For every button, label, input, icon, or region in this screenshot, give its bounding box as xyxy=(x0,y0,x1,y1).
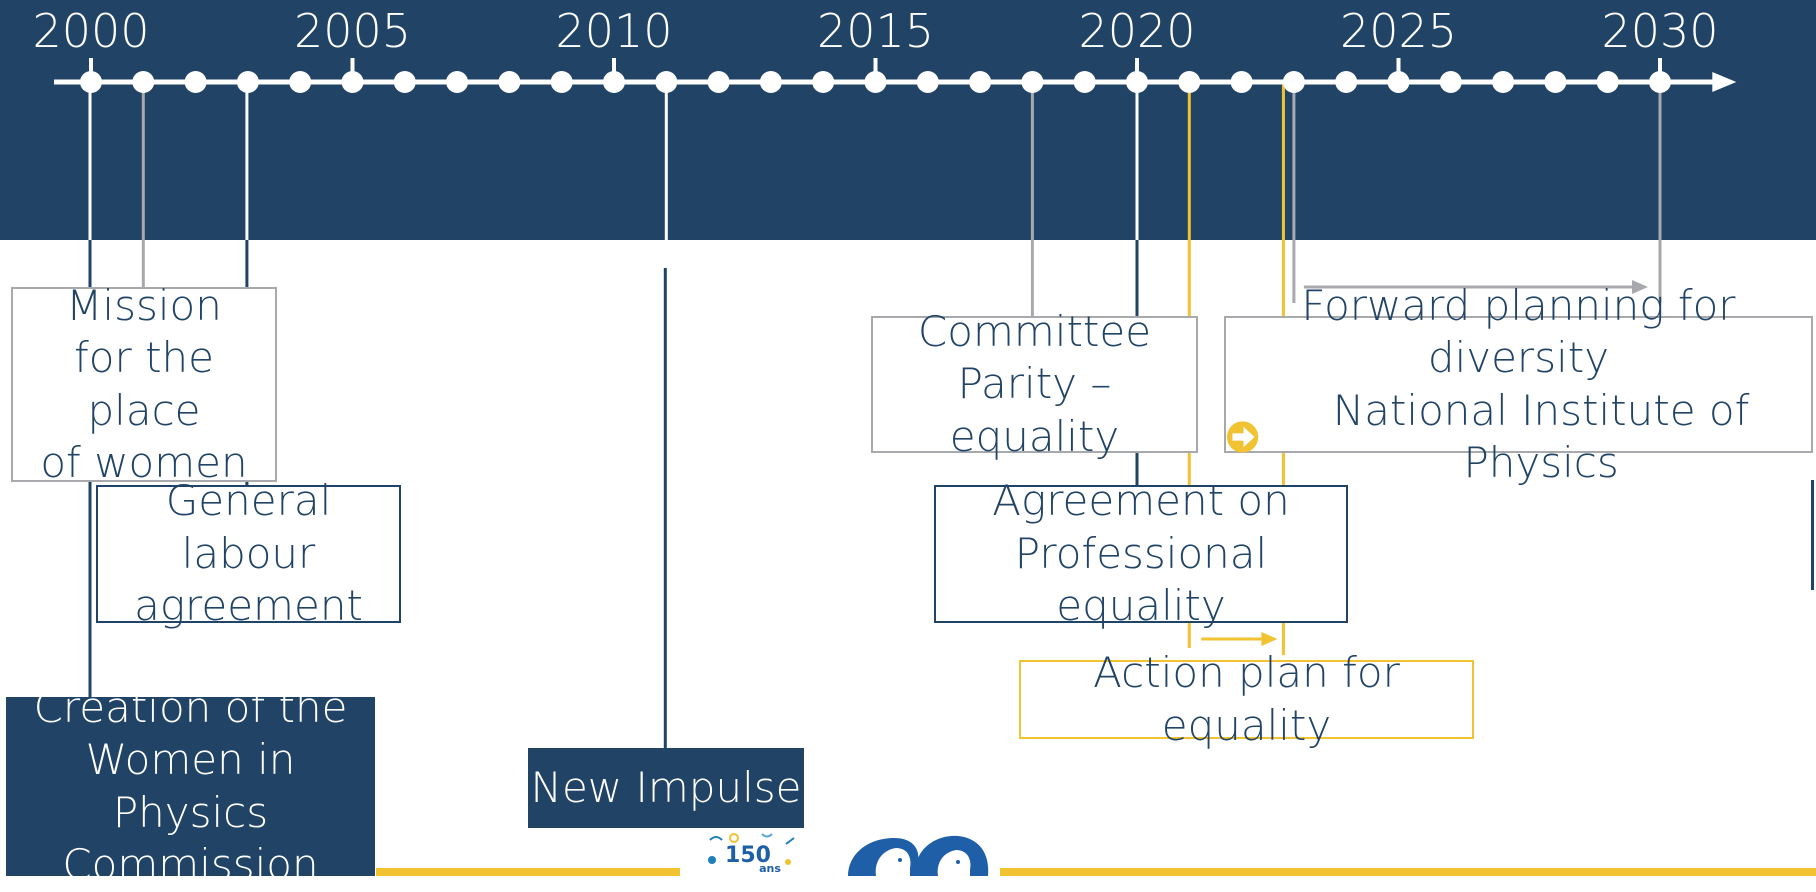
year-dots xyxy=(80,71,1671,93)
axis-arrowhead xyxy=(1712,72,1737,92)
year-label: 2020 xyxy=(1078,4,1195,58)
year-dot xyxy=(393,71,416,93)
year-label: 2005 xyxy=(294,4,411,58)
year-dot xyxy=(184,71,207,93)
forward-planning-line2: National Institute of Physics xyxy=(1226,385,1811,490)
year-dot xyxy=(969,71,992,93)
year-dot xyxy=(759,71,782,93)
year-dot xyxy=(1073,71,1096,93)
year-dot xyxy=(236,71,259,93)
year-dot xyxy=(550,71,573,93)
year-label: 2030 xyxy=(1601,4,1718,58)
bottom-accent-bar-right xyxy=(1000,868,1816,876)
forward-planning-institute: National Institute of Physics xyxy=(1332,385,1750,488)
year-label: 2010 xyxy=(555,4,672,58)
timeline-band xyxy=(0,0,1816,240)
year-dot xyxy=(1387,71,1410,93)
event-agreement-professional-equality: Agreement on Professional equality xyxy=(934,476,1348,630)
year-dot xyxy=(80,71,102,93)
year-dot xyxy=(603,71,625,93)
arrow-right-circle-icon xyxy=(1226,421,1259,453)
year-dot xyxy=(1126,71,1148,93)
year-dot xyxy=(864,71,887,93)
year-labels: 2000 2005 2010 2015 2020 2025 2030 xyxy=(32,4,1718,58)
year-dot xyxy=(1492,71,1515,93)
year-label: 2000 xyxy=(32,4,149,58)
anniversary-sub: ans xyxy=(759,862,781,875)
year-dot xyxy=(1649,71,1671,93)
year-dot xyxy=(655,71,678,93)
women-profiles-logo xyxy=(848,835,989,876)
event-mission-place-of-women: Mission for the place of women xyxy=(11,281,277,487)
event-action-plan-equality: Action plan for equality xyxy=(1019,648,1474,750)
year-dot xyxy=(446,71,469,93)
bottom-accent-bar-left xyxy=(376,868,680,876)
year-dot xyxy=(1021,71,1044,93)
event-general-labour-agreement: General labour agreement xyxy=(96,476,401,630)
year-dot xyxy=(1596,71,1619,93)
event-creation-women-physics-commission: Creation of the Women in Physics Commiss… xyxy=(6,683,375,889)
year-dot xyxy=(1230,71,1253,93)
event-forward-planning-diversity: Forward planning for diversity National … xyxy=(1224,281,1813,487)
year-dot xyxy=(132,71,155,93)
year-dot xyxy=(1335,71,1358,93)
forward-planning-arrow-head xyxy=(1632,280,1648,294)
event-committee-parity-equality: Committee Parity – equality xyxy=(871,307,1198,461)
year-dot xyxy=(341,71,364,93)
year-dot xyxy=(707,71,730,93)
year-dot xyxy=(1439,71,1462,93)
range-arrows xyxy=(1201,280,1648,646)
event-new-impulse: New Impulse xyxy=(528,748,804,828)
year-dot xyxy=(1178,71,1201,93)
year-label: 2015 xyxy=(817,4,934,58)
anniversary-number: 150 xyxy=(725,843,771,868)
action-plan-arrow-head xyxy=(1261,632,1278,646)
year-dot xyxy=(498,71,521,93)
edge-connector xyxy=(1811,480,1814,590)
forward-planning-line1: Forward planning for diversity xyxy=(1301,280,1736,383)
year-dot xyxy=(916,71,939,93)
year-dot xyxy=(289,71,312,93)
year-label: 2025 xyxy=(1340,4,1457,58)
year-dot xyxy=(1544,71,1567,93)
year-dot xyxy=(1282,71,1305,93)
year-dot xyxy=(812,71,835,93)
anniversary-150-logo: 150 ans xyxy=(708,833,795,875)
